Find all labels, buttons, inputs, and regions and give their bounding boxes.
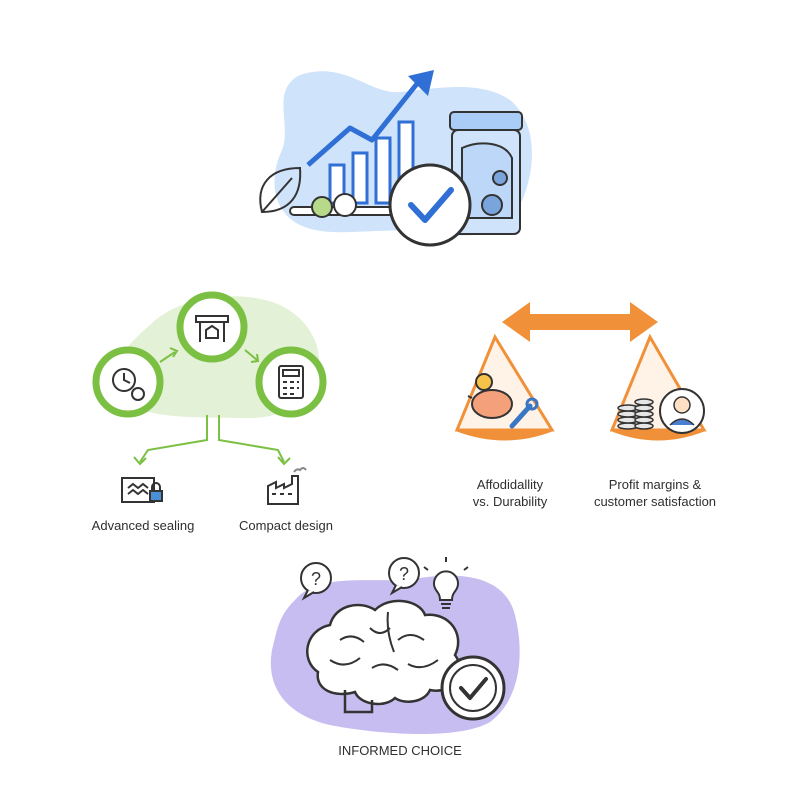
- cycle-arrows: [159, 347, 260, 363]
- affordability-label-line2: vs. Durability: [472, 494, 548, 509]
- question-mark-left: ?: [311, 569, 321, 589]
- advanced-sealing-label: Advanced sealing: [91, 518, 195, 533]
- left-scale-pan: [454, 333, 555, 441]
- question-bubble-left: ?: [300, 562, 332, 601]
- sealing-monitor-icon: [121, 477, 163, 503]
- checkmark-icon: [388, 163, 472, 247]
- process-cycle-panel: [92, 291, 327, 505]
- factory-icon: [267, 467, 307, 505]
- coin-stack-icon: [617, 398, 654, 430]
- question-mark-right: ?: [399, 564, 409, 584]
- growth-panel: [259, 70, 532, 247]
- calculator-node: [255, 346, 327, 418]
- brain-icon: [306, 599, 461, 714]
- informed-choice-caption: INFORMED CHOICE: [338, 743, 462, 758]
- piggy-bank-icon: [467, 373, 513, 419]
- table-icon: [195, 315, 229, 342]
- question-bubble-right: ?: [388, 557, 420, 596]
- balance-panel: [454, 302, 707, 441]
- compact-design-label: Compact design: [239, 518, 333, 533]
- informed-choice-panel: ? ?: [270, 557, 520, 735]
- right-scale-pan: [609, 333, 707, 441]
- affordability-label-line1: Affodidallity: [476, 477, 544, 492]
- trend-arrow-icon: [306, 70, 434, 167]
- profit-label-line2: customer satisfaction: [593, 494, 717, 509]
- branch-connectors: [133, 415, 291, 466]
- profit-label-line1: Profit margins &: [608, 477, 702, 492]
- calculator-icon: [278, 365, 304, 399]
- food-item-green: [311, 196, 333, 218]
- table-node: [176, 291, 248, 363]
- customer-avatar-icon: [659, 388, 705, 434]
- leaf-icon: [259, 166, 302, 214]
- clock-gear-icon: [112, 368, 145, 401]
- check-circle-icon: [440, 655, 506, 721]
- lightbulb-icon: [423, 557, 469, 609]
- wrench-icon: [509, 397, 539, 429]
- food-item-cookie: [333, 193, 357, 217]
- time-gear-node: [92, 346, 164, 418]
- double-arrow-icon: [502, 302, 658, 342]
